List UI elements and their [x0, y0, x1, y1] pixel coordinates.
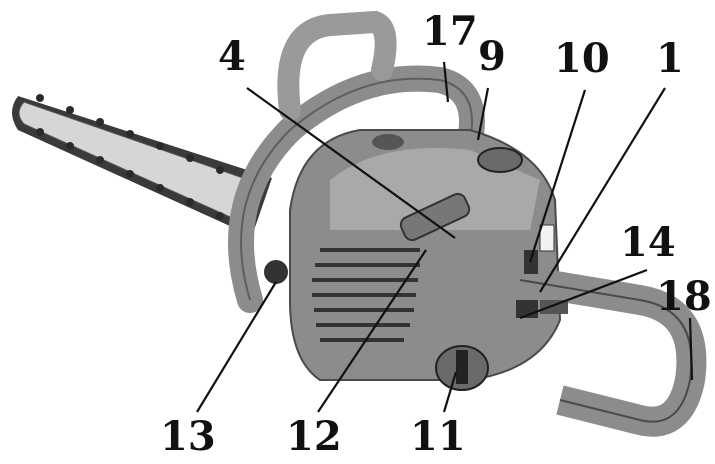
callout-1: 1 [656, 35, 684, 82]
leader-lines [196, 61, 694, 413]
chain-tension-knob [264, 260, 288, 284]
fuel-cap [477, 147, 523, 173]
callout-labels: 4 17 9 10 1 14 18 13 12 11 [160, 8, 712, 460]
callout-11: 11 [410, 413, 466, 460]
top-grip [277, 10, 397, 121]
chain-teeth [36, 94, 252, 220]
callout-12: 12 [286, 413, 342, 460]
logo-emblem [372, 134, 404, 150]
callout-13: 13 [160, 413, 216, 460]
callout-17: 17 [422, 8, 478, 55]
guide-bar [12, 94, 272, 236]
decal [539, 224, 555, 252]
callout-9: 9 [478, 33, 506, 80]
callout-14: 14 [620, 219, 676, 266]
engine-housing [289, 129, 562, 381]
starter-cover-vents [312, 248, 420, 342]
callout-4: 4 [218, 33, 246, 80]
callout-18: 18 [656, 273, 712, 320]
callout-10: 10 [554, 35, 610, 82]
